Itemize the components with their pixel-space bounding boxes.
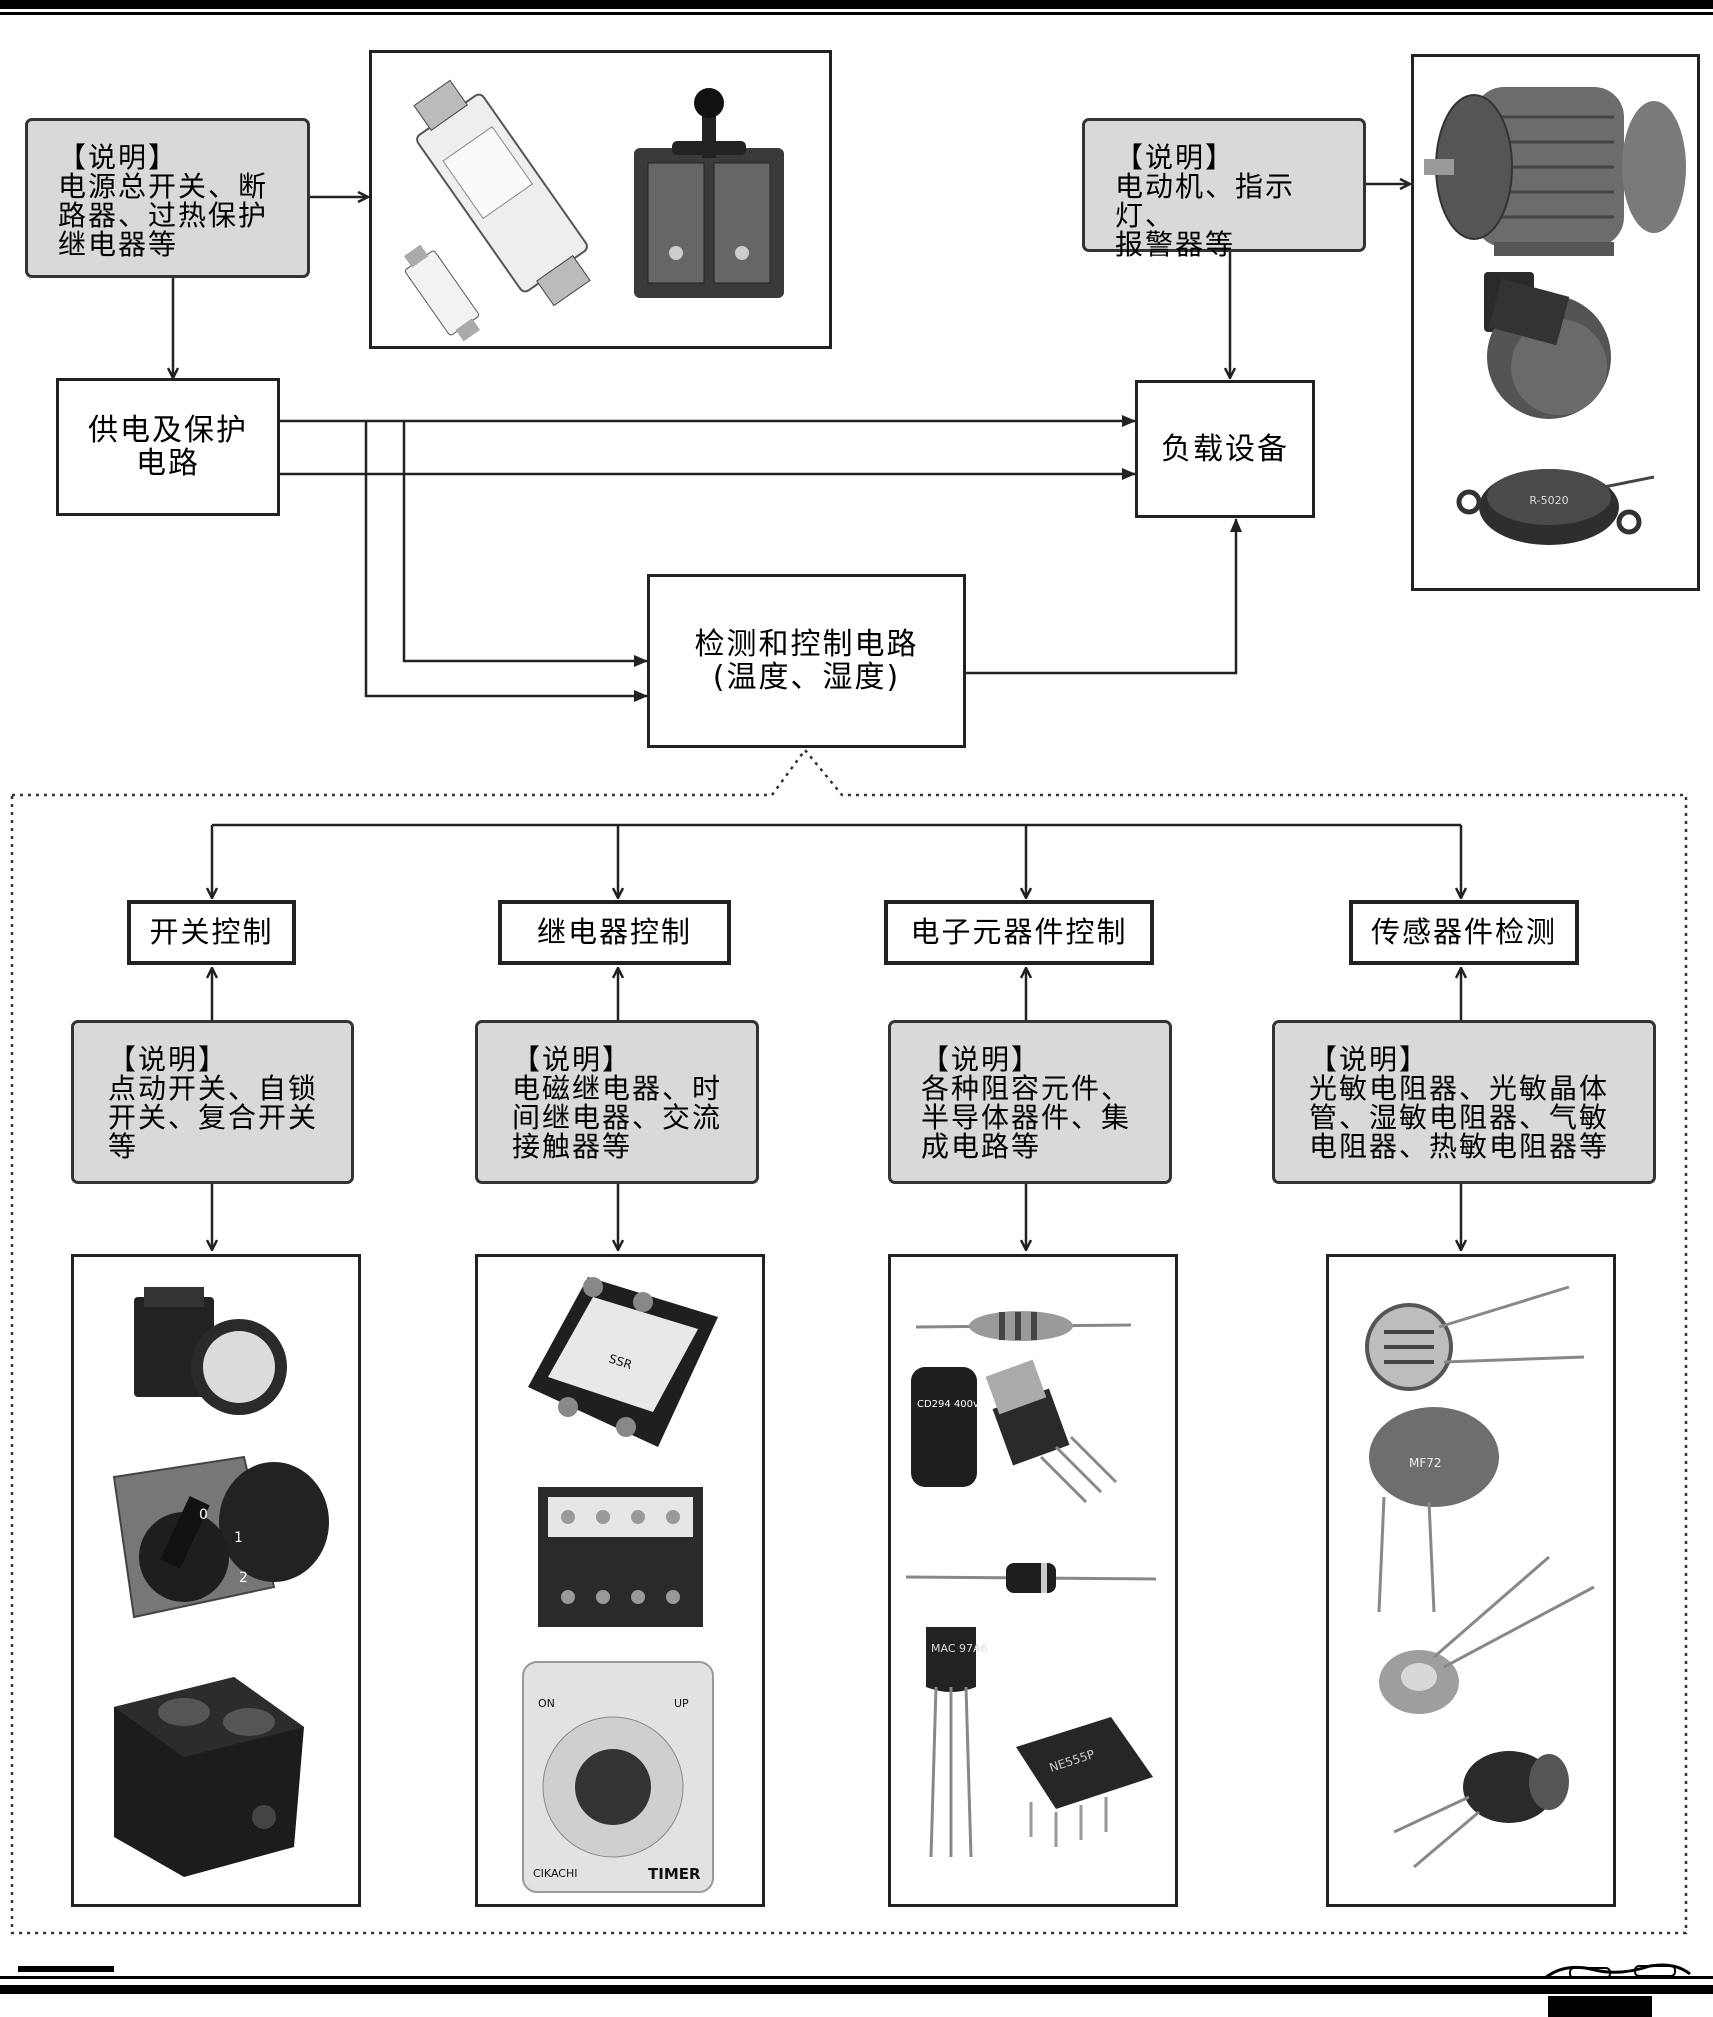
knife-switch-icon — [634, 88, 784, 298]
supply-label-line: 电路 — [136, 446, 200, 481]
to92-transistor-icon: MAC 97A6 — [926, 1627, 988, 1858]
note-heading: 【说明】 — [108, 1043, 229, 1076]
indicator-light-icon — [1484, 272, 1611, 419]
control-box-icon — [114, 1677, 304, 1877]
transistor-icon — [985, 1359, 1118, 1504]
category-label: 开关控制 — [149, 914, 274, 949]
cap-label: CD294 400v470uF — [917, 1399, 1010, 1410]
note-heading: 【说明】 — [512, 1043, 633, 1076]
push-button-icon — [134, 1287, 287, 1415]
note-line: 开关、复合开关 — [108, 1101, 319, 1134]
note-heading: 【说明】 — [1309, 1043, 1430, 1076]
page-ornament-icon — [1544, 1963, 1691, 1980]
power-supply-box: 供电及保护 电路 — [56, 378, 280, 516]
electronic-photo-box: CD294 400v470uF MAC 97A6 NE555P — [888, 1254, 1178, 1907]
relay-photo-box: SSR ON UP CIKACHI TIMER — [475, 1254, 765, 1907]
electronic-note: 【说明】 各种阻容元件、 半导体器件、集 成电路等 — [888, 1020, 1172, 1184]
phototransistor-icon — [1393, 1751, 1569, 1869]
thermistor-icon: MF72 — [1369, 1407, 1499, 1613]
load-label: 负载设备 — [1161, 431, 1289, 467]
detect-control-box: 检测和控制电路 (温度、湿度) — [647, 574, 966, 748]
timer-on-label: ON — [538, 1697, 555, 1710]
note-line: 电阻器、热敏电阻器等 — [1309, 1130, 1610, 1163]
ic-chip-icon: NE555P — [1016, 1717, 1153, 1847]
rotary-mark-3: 3 — [224, 1603, 233, 1619]
note-heading: 【说明】 — [921, 1043, 1042, 1076]
detect-label-line: 检测和控制电路 — [694, 627, 919, 662]
note-line: 等 — [108, 1130, 139, 1163]
detect-label-line: (温度、湿度) — [712, 660, 901, 695]
thermistor-label: MF72 — [1409, 1456, 1442, 1470]
rotary-mark-1: 1 — [234, 1530, 243, 1546]
buzzer-icon: R-5020 — [1456, 469, 1655, 545]
note-line: 各种阻容元件、 — [921, 1072, 1132, 1105]
ssr-label: SSR — [607, 1352, 634, 1373]
resistor-icon — [915, 1311, 1132, 1341]
category-label: 继电器控制 — [536, 914, 692, 949]
contactor-icon — [538, 1487, 703, 1627]
supply-label-line: 供电及保护 — [88, 413, 248, 448]
category-label: 电子元器件控制 — [910, 914, 1128, 949]
note-line: 报警器等 — [1115, 228, 1236, 261]
buzzer-label: R-5020 — [1529, 494, 1568, 507]
note-line: 间继电器、交流 — [512, 1101, 723, 1134]
note-line: 电磁继电器、时 — [512, 1072, 723, 1105]
bottom-rule-thin — [0, 1976, 1713, 1979]
timer-relay-icon: ON UP CIKACHI TIMER — [522, 1661, 714, 1893]
transistor-label: MAC 97A6 — [931, 1642, 988, 1655]
note-line: 半导体器件、集 — [921, 1101, 1132, 1134]
timer-brand-label: CIKACHI — [533, 1867, 577, 1880]
note-line: 管、湿敏电阻器、气敏 — [1309, 1101, 1610, 1134]
note-line: 成电路等 — [921, 1130, 1042, 1163]
motor-icon: R-5020 — [1424, 87, 1686, 545]
rotary-mark-2: 2 — [239, 1570, 248, 1586]
note-line: 继电器等 — [58, 228, 179, 261]
capacitor-icon: CD294 400v470uF — [911, 1367, 1010, 1487]
timer-label: TIMER — [648, 1865, 701, 1883]
top-rule-thin — [0, 12, 1713, 15]
solid-state-relay-icon: SSR — [528, 1277, 718, 1447]
top-rule — [0, 0, 1713, 9]
note-line: 接触器等 — [512, 1130, 633, 1163]
bottom-page-tab — [1548, 1996, 1652, 2017]
note-line: 光敏电阻器、光敏晶体 — [1309, 1072, 1610, 1105]
sensor-note: 【说明】 光敏电阻器、光敏晶体 管、湿敏电阻器、气敏 电阻器、热敏电阻器等 — [1272, 1020, 1656, 1184]
load-note: 【说明】 电动机、指示灯、 报警器等 — [1082, 118, 1366, 259]
switch-photo-box: 0 1 2 3 — [71, 1254, 361, 1907]
note-line: 电源总开关、断 — [58, 170, 269, 203]
load-device-box: 负载设备 — [1135, 380, 1315, 518]
note-heading: 【说明】 — [1115, 141, 1236, 174]
photoresistor-icon — [1365, 1285, 1585, 1391]
note-line: 路器、过热保护 — [58, 199, 269, 232]
category-electronic-control: 电子元器件控制 — [884, 900, 1154, 965]
rotary-mark-0: 0 — [199, 1507, 208, 1523]
breaker-photo-box — [369, 50, 832, 349]
fuse-icon — [403, 79, 784, 342]
note-line: 电动机、指示灯、 — [1115, 170, 1296, 232]
note-line: 点动开关、自锁 — [108, 1072, 319, 1105]
bottom-short-rule — [18, 1966, 114, 1972]
category-switch-control: 开关控制 — [127, 900, 296, 965]
timer-up-label: UP — [674, 1697, 689, 1710]
switch-note: 【说明】 点动开关、自锁 开关、复合开关 等 — [71, 1020, 354, 1184]
relay-note: 【说明】 电磁继电器、时 间继电器、交流 接触器等 — [475, 1020, 759, 1184]
load-photo-box: R-5020 — [1411, 54, 1700, 591]
rotary-switch-icon: 0 1 2 3 — [112, 1455, 329, 1619]
category-label: 传感器件检测 — [1370, 914, 1557, 949]
humidity-sensor-icon — [1379, 1555, 1595, 1714]
bottom-rule — [0, 1985, 1713, 1994]
power-switch-note: 【说明】 电源总开关、断 路器、过热保护 继电器等 — [25, 118, 310, 278]
diode-icon — [905, 1563, 1157, 1593]
sensor-photo-box: MF72 — [1326, 1254, 1616, 1907]
category-relay-control: 继电器控制 — [498, 900, 731, 965]
note-heading: 【说明】 — [58, 141, 179, 174]
category-sensor-detect: 传感器件检测 — [1349, 900, 1579, 965]
